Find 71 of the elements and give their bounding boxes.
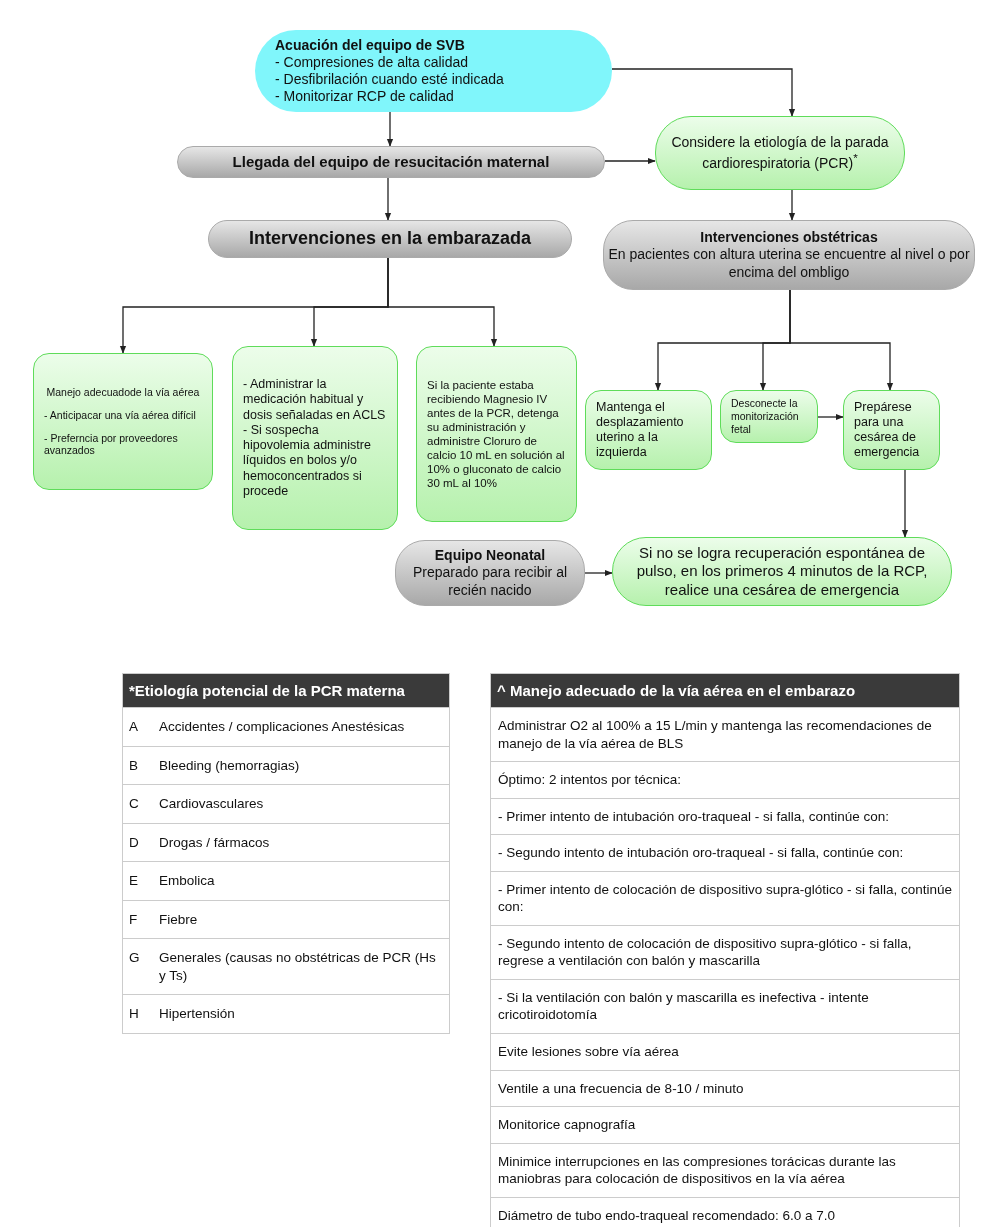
table-text: Minimice interrupciones en las compresiones torácicas durante las maniobras para colocación de dispositivos en la vía aérea — [498, 1152, 897, 1188]
row-letter: E — [129, 872, 139, 890]
box-text: - Desfibrilación cuando esté indicada — [275, 71, 505, 89]
table-text: - Segundo intento de colocación de dispositivo supra-glótico - si falla, regrese a ventilación con balón y mascarilla — [498, 934, 913, 970]
table-text: Embolica — [159, 872, 215, 890]
arrow — [788, 189, 796, 221]
table-text: Óptimo: 2 intentos por técnica: — [498, 771, 682, 789]
table-header: ^ Manejo adecuado de la vía aérea en el embarazo — [491, 674, 959, 707]
box-text: Manejo adecuadode la vía aérea — [45, 385, 201, 399]
box-text: - Si sospecha hipovolemia administre líquidos en bolos y/o hemoconcentrados si procede — [243, 422, 372, 499]
arrow — [386, 111, 394, 147]
box-text: Mantenga el desplazamiento uterino a la izquierda — [596, 399, 685, 461]
table-text: Hipertensión — [159, 1005, 235, 1023]
arrow — [584, 569, 613, 577]
action-box — [843, 390, 940, 470]
box-text: Desconecte la monitorización fetal — [731, 397, 800, 436]
table-text: Accidentes / complicaciones Anestésicas — [159, 718, 405, 736]
table-text: Ventile a una frecuencia de 8-10 / minuto — [498, 1079, 744, 1098]
table-text: Cardiovasculares — [159, 795, 264, 813]
box-text: - Monitorizar RCP de calidad — [275, 88, 455, 106]
step-box — [395, 540, 585, 606]
arrow — [611, 68, 796, 117]
row-letter: B — [129, 756, 139, 775]
box-text: Si la paciente estaba recibiendo Magnesio IV antes de la PCR, detenga su administración y administre Cloruro de calcio 10 mL en solución al 10% o gluconato de calcio 30 mL al 10% — [427, 377, 566, 491]
table-text: Monitorice capnografía — [498, 1116, 636, 1134]
box-heading: Acuación del equipo de SVB — [275, 36, 466, 54]
row-letter: G — [129, 949, 141, 968]
action-box — [232, 346, 398, 530]
table-text: Generales (causas no obstétricas de PCR (Hs y Ts) — [159, 949, 437, 985]
box-text: - Anticipacar una vía aérea difícil — [44, 408, 197, 422]
table-text: Drogas / fármacos — [159, 833, 270, 852]
table-text: - Si la ventilación con balón y mascarilla es inefectiva - intente cricotiroidotomía — [498, 988, 870, 1024]
action-box — [416, 346, 577, 522]
arrow — [817, 413, 844, 421]
row-letter: H — [129, 1005, 140, 1023]
box-text: Si no se logra recuperación espontánea de pulso, en los primeros 4 minutos de la RCP, realice una cesárea de emergencia — [635, 544, 929, 599]
box-text: Preparado para recibir al recién nacido — [411, 564, 569, 599]
arrow — [789, 289, 894, 391]
box-heading: Intervenciones obstétricas — [700, 229, 878, 247]
action-box — [33, 353, 213, 490]
table-text: Fiebre — [159, 910, 198, 929]
table-header: *Etiología potencial de la PCR materna — [123, 674, 449, 707]
row-letter: C — [129, 795, 140, 813]
box-text: - Administrar la medicación habitual y dosis señaladas en ACLS — [243, 377, 387, 423]
row-letter: A — [129, 718, 139, 736]
arrow — [384, 177, 392, 221]
step-box — [603, 220, 975, 290]
step-box — [208, 220, 572, 258]
table-text: - Primer intento de intubación oro-traqueal - si falla, continúe con: — [498, 807, 889, 826]
box-text: Considere la etiología de la parada cardiorespiratoria (PCR)$^{*}$ — [670, 134, 890, 172]
box-text: Prepárese para una cesárea de emergencia — [854, 399, 921, 461]
arrow — [604, 157, 656, 165]
step-box — [177, 146, 605, 178]
arrow — [901, 469, 909, 538]
table-text: Evite lesiones sobre vía aérea — [498, 1043, 679, 1061]
row-letter: D — [129, 833, 140, 852]
box-heading: Intervenciones en la embarazada — [248, 228, 532, 250]
action-box — [720, 390, 818, 443]
table-text: Bleeding (hemorragias) — [159, 756, 300, 775]
box-text: - Preferncia por proveedores avanzados — [44, 431, 179, 458]
arrow — [387, 257, 498, 347]
box-heading: Equipo Neonatal — [434, 547, 546, 565]
table-text: - Primer intento de colocación de dispositivo supra-glótico - si falla, continúe con: — [498, 880, 952, 916]
table-text: Diámetro de tubo endo-traqueal recomendado: 6.0 a 7.0 — [498, 1206, 835, 1225]
box-heading: Llegada del equipo de resucitación maternal — [232, 152, 550, 172]
box-text: - Compresiones de alta calidad — [275, 53, 469, 71]
box-text: En pacientes con altura uterina se encuentre al nivel o por encima del ombligo — [607, 246, 971, 281]
action-box — [585, 390, 712, 470]
table-text: - Segundo intento de intubación oro-traqueal - si falla, continúe con: — [498, 844, 904, 862]
table-text: Administrar O2 al 100% a 15 L/min y mantenga las recomendaciones de manejo de la vía aérea de BLS — [498, 717, 933, 753]
row-letter: F — [129, 910, 139, 929]
